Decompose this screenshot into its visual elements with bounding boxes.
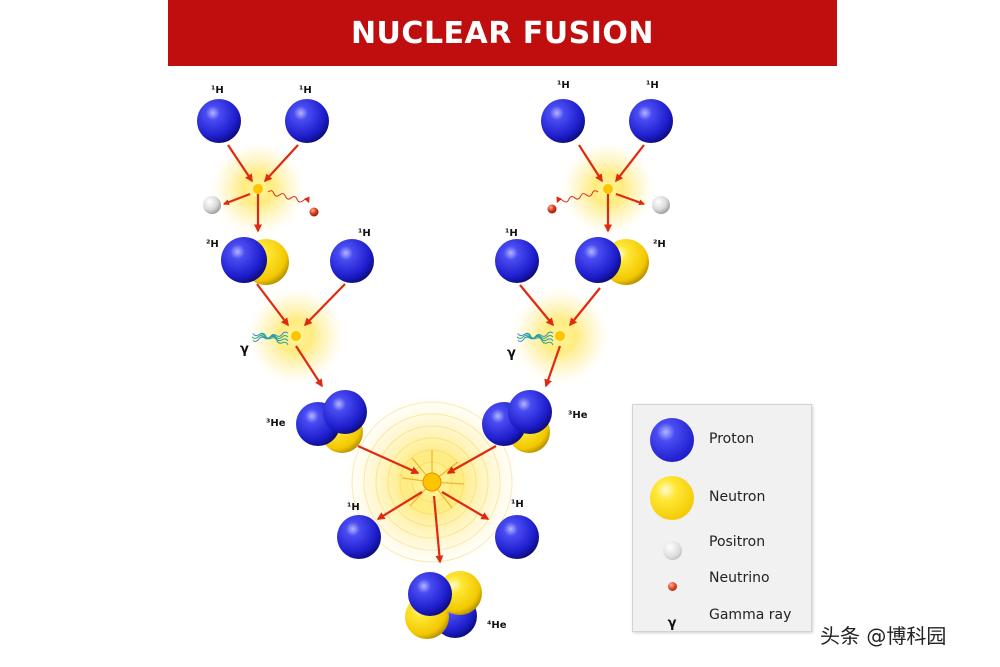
proton xyxy=(323,390,367,434)
deuterium-nucleus-left xyxy=(221,237,289,285)
legend-label: Neutrino xyxy=(709,570,770,586)
helium3-nucleus-right xyxy=(482,390,552,453)
positron xyxy=(203,196,221,214)
proton xyxy=(337,515,381,559)
label-h1: ¹H xyxy=(299,85,312,96)
arrow xyxy=(223,192,251,206)
arrow xyxy=(519,284,554,327)
legend-label: Proton xyxy=(709,431,755,447)
proton xyxy=(541,99,585,143)
burst-core xyxy=(291,331,301,341)
proton xyxy=(629,99,673,143)
label-h1: ¹H xyxy=(511,499,524,510)
gamma-symbol-icon: γ xyxy=(667,615,677,631)
arrow xyxy=(615,192,645,206)
label-he3: ³He xyxy=(266,418,286,429)
burst-core xyxy=(253,184,263,194)
reaction-arrows xyxy=(223,144,645,564)
neutrino-squiggle xyxy=(267,190,310,204)
arrow xyxy=(569,287,601,327)
proton xyxy=(408,572,452,616)
isotope-labels: ¹H ¹H ¹H ¹H ²H ¹H ¹H ²H γ γ ³He ³He ¹H ¹… xyxy=(206,80,666,631)
label-h2: ²H xyxy=(206,239,219,250)
arrow xyxy=(441,491,490,520)
burst-core xyxy=(603,184,613,194)
label-he4: ⁴He xyxy=(487,620,507,631)
arrow xyxy=(544,345,562,388)
arrow xyxy=(432,495,444,564)
reaction-glows xyxy=(208,139,658,574)
label-he3: ³He xyxy=(568,410,588,421)
legend-item-neutrino: Neutrino xyxy=(633,566,811,606)
burst-core xyxy=(422,472,442,492)
arrow xyxy=(357,444,420,475)
arrow xyxy=(263,144,299,183)
neutrino-emission xyxy=(267,190,599,204)
page-title: NUCLEAR FUSION xyxy=(350,15,655,51)
label-h1: ¹H xyxy=(557,80,570,91)
helium3-nucleus-left xyxy=(296,390,367,453)
arrow xyxy=(227,144,253,183)
label-h1: ¹H xyxy=(211,85,224,96)
helium4-nucleus xyxy=(405,571,482,639)
legend-item-proton: Proton xyxy=(633,417,811,462)
burst-core xyxy=(555,331,565,341)
deuterium-nucleus-right xyxy=(575,237,649,285)
legend-item-neutron: Neutron xyxy=(633,475,811,520)
particles xyxy=(197,99,673,639)
label-h1: ¹H xyxy=(646,80,659,91)
proton xyxy=(285,99,329,143)
label-h1: ¹H xyxy=(358,228,371,239)
title-banner: NUCLEAR FUSION xyxy=(168,0,837,66)
legend-item-gamma-ray: γ Gamma ray xyxy=(633,603,811,643)
label-h1: ¹H xyxy=(505,228,518,239)
proton xyxy=(575,237,621,283)
gamma-ray-left xyxy=(251,331,289,346)
watermark: 头条 @博科园 xyxy=(820,624,947,648)
neutrino-squiggle xyxy=(556,190,599,204)
arrow xyxy=(295,345,323,388)
label-h2: ²H xyxy=(653,239,666,250)
neutrino xyxy=(309,207,319,217)
legend-panel: Proton Neutron Positron Neutrino γ Gamma… xyxy=(632,404,812,632)
arrow xyxy=(303,283,346,327)
label-h1: ¹H xyxy=(347,502,360,513)
proton xyxy=(508,390,552,434)
neutron-ball-icon xyxy=(649,475,695,521)
neutrino xyxy=(547,204,557,214)
label-gamma: γ xyxy=(507,346,516,361)
proton xyxy=(330,239,374,283)
legend-label: Positron xyxy=(709,534,766,550)
arrow xyxy=(256,283,289,327)
legend-label: Gamma ray xyxy=(709,607,792,623)
arrow xyxy=(578,144,603,183)
proton-ball-icon xyxy=(649,417,695,463)
legend-label: Neutron xyxy=(709,489,766,505)
proton xyxy=(221,237,267,283)
proton xyxy=(495,239,539,283)
proton xyxy=(197,99,241,143)
arrow xyxy=(446,445,497,474)
positron xyxy=(652,196,670,214)
gamma-ray-emissions xyxy=(251,331,554,346)
gamma-ray-right xyxy=(516,331,554,346)
legend-item-positron: Positron xyxy=(633,530,811,570)
proton xyxy=(495,515,539,559)
label-gamma: γ xyxy=(240,342,249,357)
arrow xyxy=(615,144,645,183)
neutrino-ball-icon xyxy=(649,563,695,609)
arrow xyxy=(376,491,423,520)
positron-ball-icon xyxy=(649,527,695,573)
